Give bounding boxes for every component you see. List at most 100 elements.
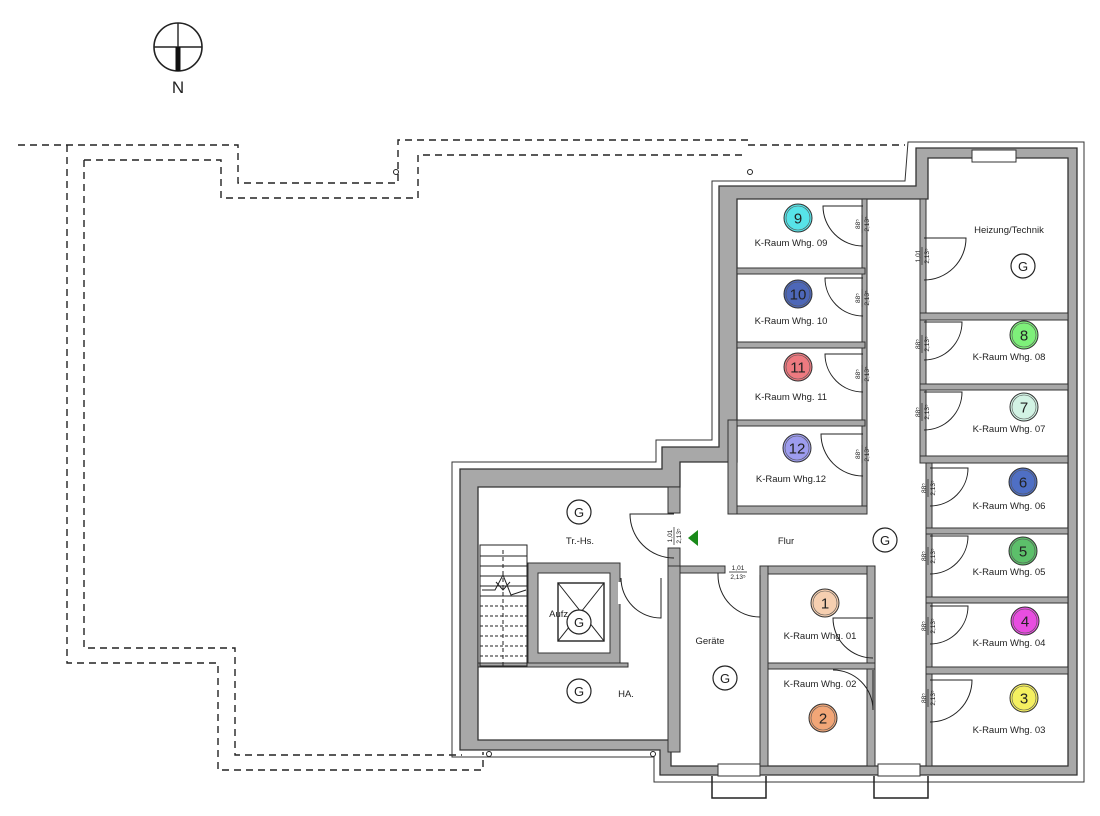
- outline-marker-1: [393, 169, 399, 175]
- window-north: [971, 149, 1017, 163]
- wall-stairwell-east-upper: [667, 486, 681, 514]
- wall-cellar-10-11: [736, 341, 866, 349]
- door-width: 88⁵: [921, 483, 928, 493]
- cellar-number: 2: [819, 711, 827, 728]
- door-width: 88⁵: [921, 693, 928, 703]
- g-marker: G: [872, 527, 898, 553]
- exterior-wall: [459, 147, 1078, 776]
- door-height: 2,13⁵: [924, 404, 931, 420]
- wall-south-block-west: [759, 565, 769, 767]
- g-marker-letter: G: [720, 671, 730, 686]
- door-cellar-11: [824, 353, 864, 393]
- cellar-label: K-Raum Whg. 03: [973, 725, 1046, 736]
- cellar-badge: [1008, 467, 1038, 497]
- cellar-room-11: 11K-Raum Whg. 11: [755, 352, 827, 403]
- door-cellar-10: [824, 277, 864, 317]
- cellar-badge-ring: [1010, 469, 1036, 495]
- door-height: 2,13⁵: [930, 690, 937, 706]
- door-height: 2,13⁵: [864, 366, 871, 382]
- cellar-number: 9: [794, 211, 802, 228]
- door-height: 2,13⁵: [864, 216, 871, 232]
- outline-outer: [18, 139, 905, 184]
- cellar-room-4: 4K-Raum Whg. 04: [973, 606, 1046, 649]
- door-width: 88⁵: [855, 369, 862, 379]
- cellar-badge: [1008, 536, 1038, 566]
- door-height: 2,13⁵: [730, 574, 746, 581]
- g-marker: G: [1010, 253, 1036, 279]
- light-well-2: [873, 776, 929, 799]
- cellar-badge-ring: [1011, 322, 1037, 348]
- door-height: 2,13⁵: [676, 528, 683, 544]
- wall-south-block-north: [759, 565, 876, 575]
- cellar-number: 3: [1020, 691, 1028, 708]
- exit-direction-arrow: [688, 530, 698, 546]
- door-height: 2,13⁵: [924, 336, 931, 352]
- door-width: 88⁵: [915, 339, 922, 349]
- cellar-room-7: 7K-Raum Whg. 07: [973, 392, 1045, 435]
- cellar-badge-ring: [1010, 538, 1036, 564]
- door-stairwell: [629, 513, 675, 559]
- cellar-badge: [1009, 320, 1039, 350]
- cellar-badge-ring: [785, 281, 811, 307]
- g-marker-circle: [566, 609, 592, 635]
- door-geraete: [717, 573, 761, 618]
- cellar-room-9: 9K-Raum Whg. 09: [755, 203, 828, 249]
- door-cellar-9: [822, 205, 864, 247]
- door-heizung: [923, 237, 967, 281]
- door-width: 88⁵: [915, 407, 922, 417]
- cellar-label: K-Raum Whg. 05: [973, 567, 1046, 578]
- cellar-label: K-Raum Whg. 09: [755, 238, 828, 249]
- cellar-number: 1: [821, 596, 829, 613]
- cellar-room-6: 6K-Raum Whg. 06: [973, 467, 1045, 512]
- elevator-door: [618, 582, 622, 604]
- wall-geraete-west: [667, 565, 681, 753]
- room-label-flur: Flur: [778, 536, 794, 547]
- cellar-badge: [783, 352, 813, 382]
- cellar-badge-ring: [810, 705, 836, 731]
- g-marker-letter: G: [1018, 259, 1028, 274]
- window-south-1: [717, 763, 761, 777]
- g-marker-letter: G: [574, 615, 584, 630]
- door-cellar-6: [929, 467, 969, 507]
- room-label-hausanschluss: HA.: [618, 689, 634, 700]
- door-height: 2,13⁵: [924, 248, 931, 264]
- g-marker-circle: [566, 678, 592, 704]
- wall-cellar-6-5: [925, 527, 1069, 535]
- g-marker-circle: [1010, 253, 1036, 279]
- cellar-room-10: 10K-Raum Whg. 10: [755, 279, 827, 327]
- door-cellar-1: [832, 617, 874, 659]
- door-width: 88⁵: [855, 449, 862, 459]
- cellar-label: K-Raum Whg.12: [756, 474, 826, 485]
- g-marker: G: [566, 499, 592, 525]
- cellar-badge: [1010, 606, 1040, 636]
- staircase-cut-line: [482, 573, 527, 596]
- cellar-label: K-Raum Whg. 04: [973, 638, 1046, 649]
- wall-cellar-5-4: [925, 596, 1069, 604]
- cellar-number: 4: [1021, 614, 1029, 631]
- cellar-label: K-Raum Whg. 02: [784, 679, 857, 690]
- cellar-badge-ring: [784, 435, 810, 461]
- wall-cellar-1-2: [767, 662, 876, 670]
- cellar-badge: [782, 433, 812, 463]
- door-width: 88⁵: [855, 293, 862, 303]
- door-height: 2,13⁵: [930, 480, 937, 496]
- room-label-heizung: Heizung/Technik: [974, 225, 1044, 236]
- light-well-1: [711, 776, 767, 799]
- cellar-number: 6: [1019, 475, 1027, 492]
- door-cellar-3: [929, 679, 973, 723]
- door-cellar-12: [820, 433, 864, 477]
- door-cellar-4: [929, 605, 969, 645]
- door-cellar-5: [929, 535, 969, 575]
